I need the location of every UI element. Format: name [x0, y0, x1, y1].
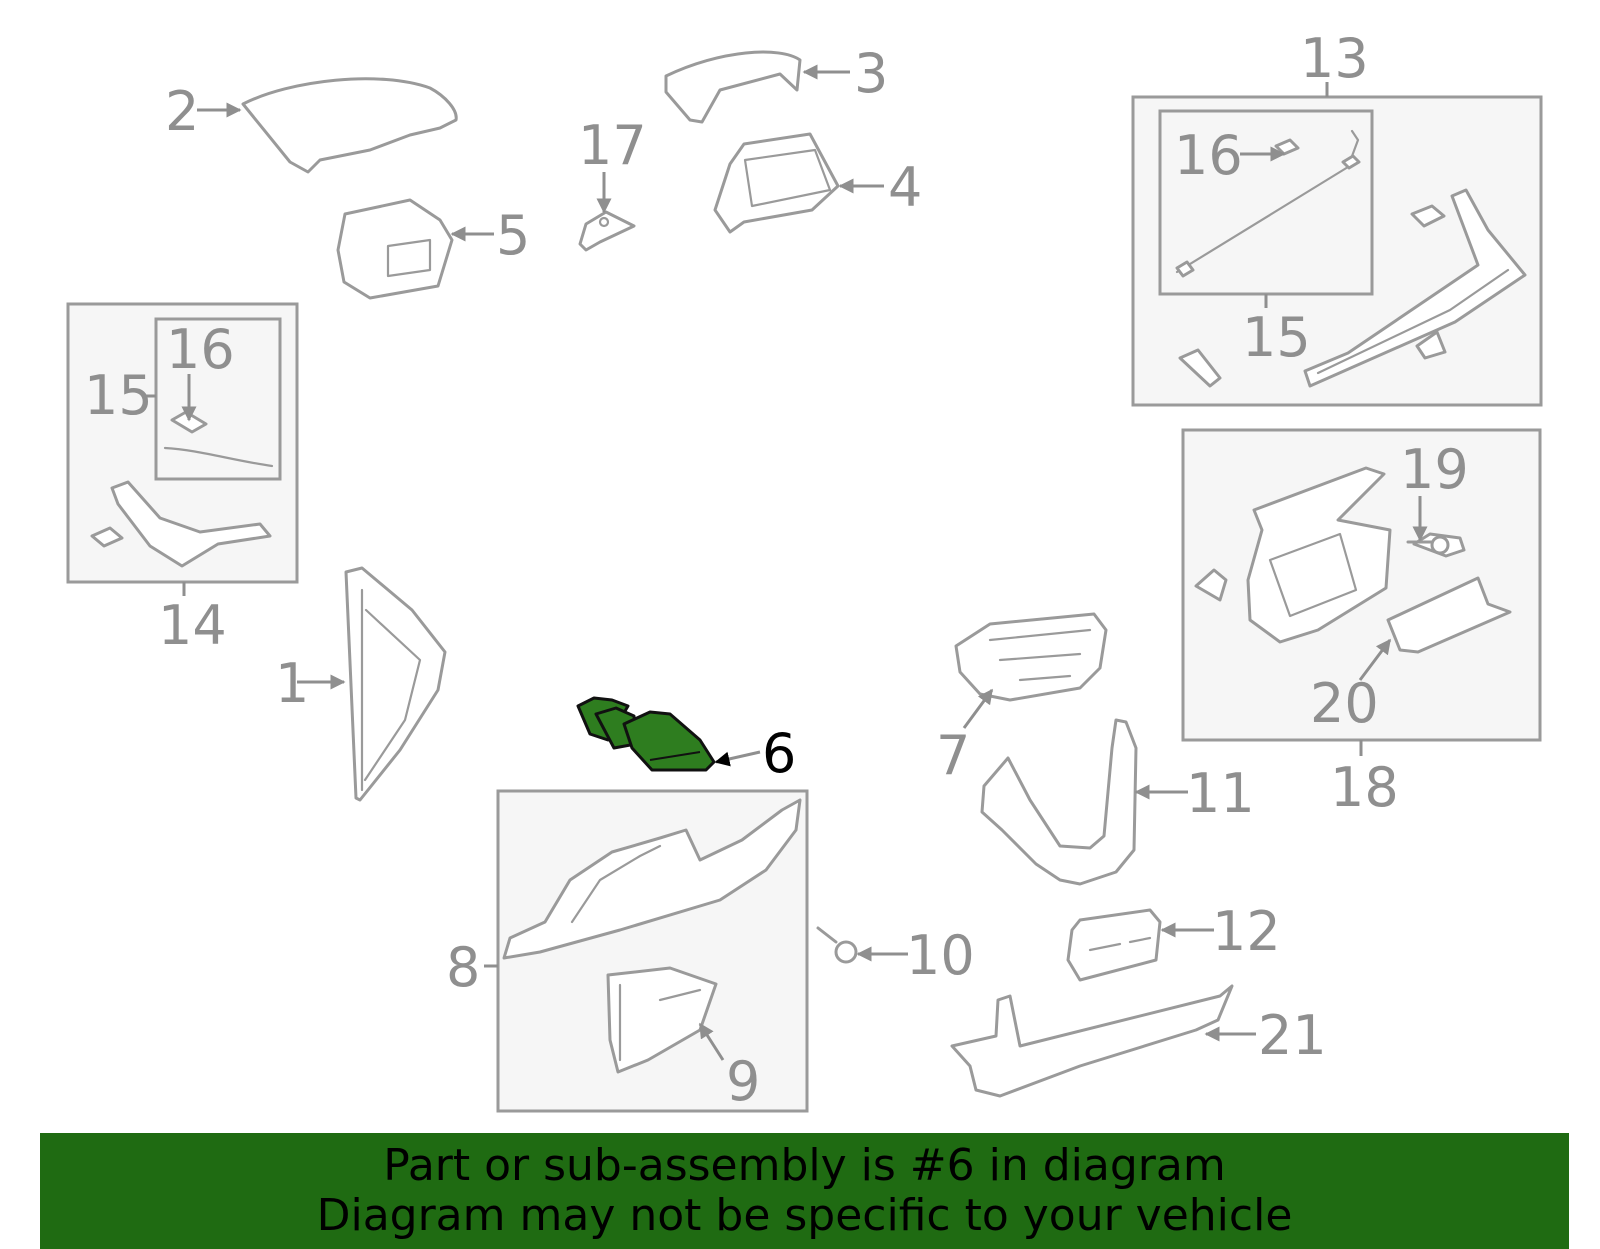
callout-15-right: 15 — [1242, 306, 1311, 369]
info-banner: Part or sub-assembly is #6 in diagram Di… — [40, 1133, 1569, 1249]
part-2 — [241, 77, 458, 174]
callout-10: 10 — [906, 924, 975, 987]
callout-14: 14 — [158, 594, 227, 657]
part-3 — [664, 50, 802, 124]
part-19 — [1406, 535, 1450, 555]
callout-20: 20 — [1310, 672, 1379, 735]
callout-8: 8 — [446, 936, 480, 999]
part-11 — [980, 718, 1138, 886]
part-6 — [576, 696, 716, 772]
callout-2: 2 — [165, 80, 199, 143]
banner-line-part: Part or sub-assembly is #6 in diagram — [383, 1140, 1226, 1191]
callout-18: 18 — [1330, 756, 1399, 819]
callout-5: 5 — [496, 204, 530, 267]
callout-21: 21 — [1258, 1004, 1327, 1067]
callout-16-right: 16 — [1174, 124, 1243, 187]
callout-7: 7 — [936, 724, 970, 787]
assembly-box-18 — [1181, 428, 1542, 756]
callout-16-left: 16 — [166, 318, 235, 381]
callout-17: 17 — [578, 114, 647, 177]
callout-15-left: 15 — [84, 364, 153, 427]
callout-9: 9 — [726, 1050, 760, 1113]
assembly-box-14 — [66, 302, 299, 596]
callout-11: 11 — [1186, 762, 1255, 825]
part-4 — [713, 132, 840, 234]
callout-13: 13 — [1300, 27, 1369, 90]
banner-line-disclaimer: Diagram may not be specific to your vehi… — [316, 1190, 1293, 1241]
callout-12: 12 — [1212, 900, 1281, 963]
assembly-box-13 — [1131, 82, 1543, 407]
callout-3: 3 — [854, 42, 888, 105]
callout-19: 19 — [1400, 438, 1469, 501]
part-10 — [816, 926, 858, 964]
callout-6: 6 — [762, 722, 796, 785]
part-21 — [950, 984, 1234, 1098]
part-17 — [578, 210, 636, 252]
callout-1: 1 — [275, 652, 309, 715]
part-1 — [344, 566, 447, 802]
callout-4: 4 — [888, 156, 922, 219]
part-5 — [336, 198, 454, 300]
assembly-box-8 — [484, 789, 809, 1113]
leader-lines — [181, 64, 1428, 1061]
